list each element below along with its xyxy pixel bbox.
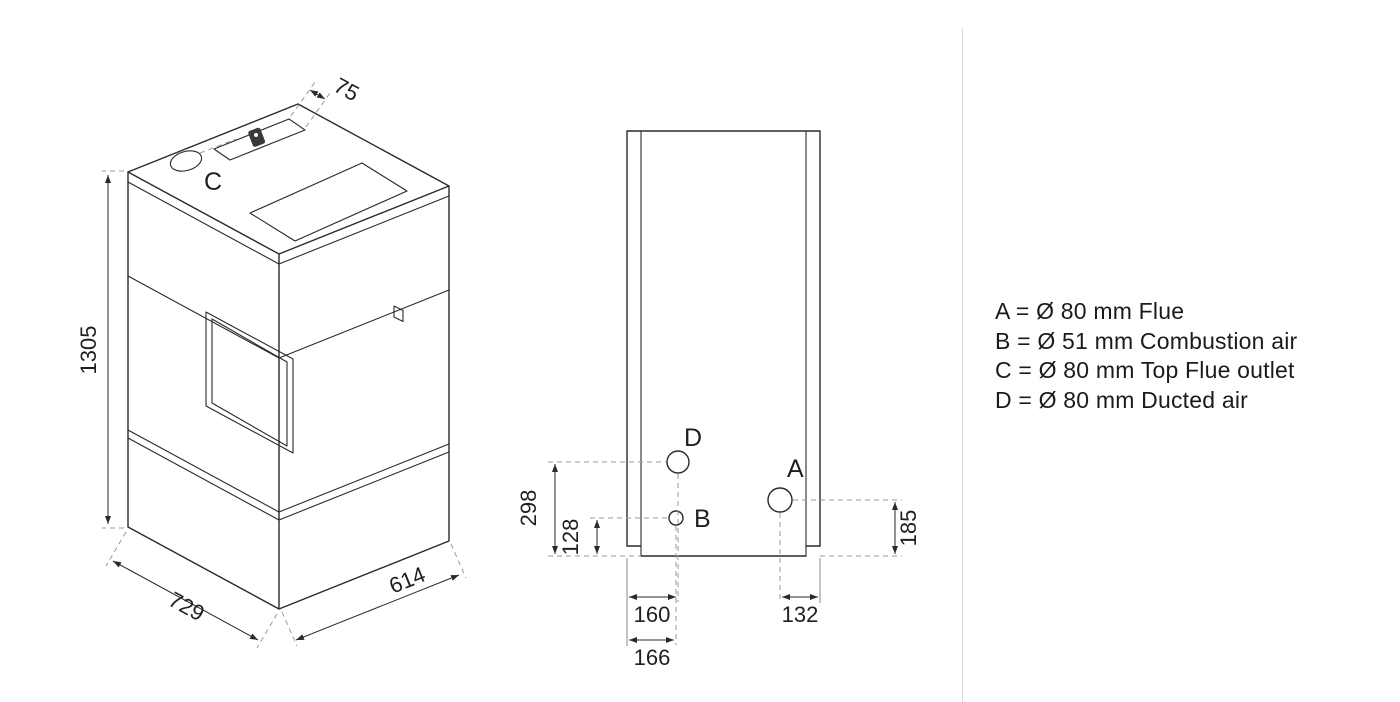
dim-text-top-offset: 75 (330, 73, 363, 107)
dim-b-height-128: 128 (558, 519, 600, 556)
lock-icon-dot (254, 133, 258, 137)
dim-b-offset-166: 166 (629, 637, 674, 670)
rear-outline (626, 130, 821, 547)
iso-window-outer (205, 311, 294, 454)
section-divider (962, 28, 963, 702)
dim-depth-729: 729 (105, 531, 278, 649)
dim-ext-line (290, 81, 316, 117)
dim-text-a-offset: 132 (782, 602, 819, 627)
iso-body-outline (127, 171, 450, 610)
dim-text-d-height: 298 (516, 490, 541, 527)
dim-height-1305: 1305 (76, 170, 124, 529)
iso-window-inner (211, 318, 288, 447)
iso-door-latch (393, 305, 404, 323)
iso-top-rim (127, 181, 450, 265)
dim-text-d-offset: 160 (634, 602, 671, 627)
dim-d-offset-160: 160 (629, 594, 676, 627)
dim-a-height-185: 185 (892, 502, 921, 554)
dim-d-height-298: 298 (516, 464, 558, 554)
hole-d-ducted-air (666, 450, 690, 474)
hole-b-combustion-air (668, 510, 684, 526)
label-d: D (684, 424, 702, 452)
iso-flue-leader-line (199, 138, 237, 154)
dim-ext-line (256, 613, 278, 649)
label-c: C (204, 168, 222, 196)
dim-text-b-height: 128 (558, 519, 583, 556)
iso-top-face (127, 103, 450, 255)
iso-section-seam (127, 275, 450, 359)
legend-item-d: D = Ø 80 mm Ducted air (995, 386, 1249, 413)
dim-line (295, 574, 460, 641)
dim-line (309, 89, 326, 100)
label-b: B (694, 505, 711, 533)
lock-icon (248, 127, 266, 147)
dim-top-offset-75: 75 (290, 73, 363, 128)
dim-ext-line (450, 543, 467, 579)
dim-text-b-offset: 166 (634, 645, 671, 670)
dim-ext-line (105, 531, 127, 567)
dim-a-offset-132: 132 (782, 594, 819, 627)
legend-item-c: C = Ø 80 mm Top Flue outlet (995, 357, 1295, 383)
dim-width-614: 614 (281, 543, 467, 647)
dim-text-height: 1305 (76, 326, 101, 375)
iso-cover-plate (213, 118, 306, 161)
dim-ext-line (305, 92, 331, 128)
rear-view: D B A 298 128 (516, 130, 921, 670)
dim-text-width: 614 (385, 562, 428, 599)
label-a: A (787, 455, 804, 483)
hole-a-flue (767, 487, 793, 513)
dim-ext-line (281, 611, 298, 647)
iso-base-seam-lower (127, 437, 450, 521)
iso-top-flue-outlet (169, 150, 203, 172)
legend: A = Ø 80 mm Flue B = Ø 51 mm Combustion … (995, 297, 1297, 415)
dim-text-a-height: 185 (896, 510, 921, 547)
legend-item-b: B = Ø 51 mm Combustion air (995, 327, 1298, 354)
iso-base-seam-upper (127, 429, 450, 513)
legend-item-a: A = Ø 80 mm Flue (995, 298, 1185, 324)
dim-line (112, 560, 259, 641)
iso-view: C 1305 729 614 (76, 73, 467, 649)
iso-top-panel (249, 162, 408, 242)
